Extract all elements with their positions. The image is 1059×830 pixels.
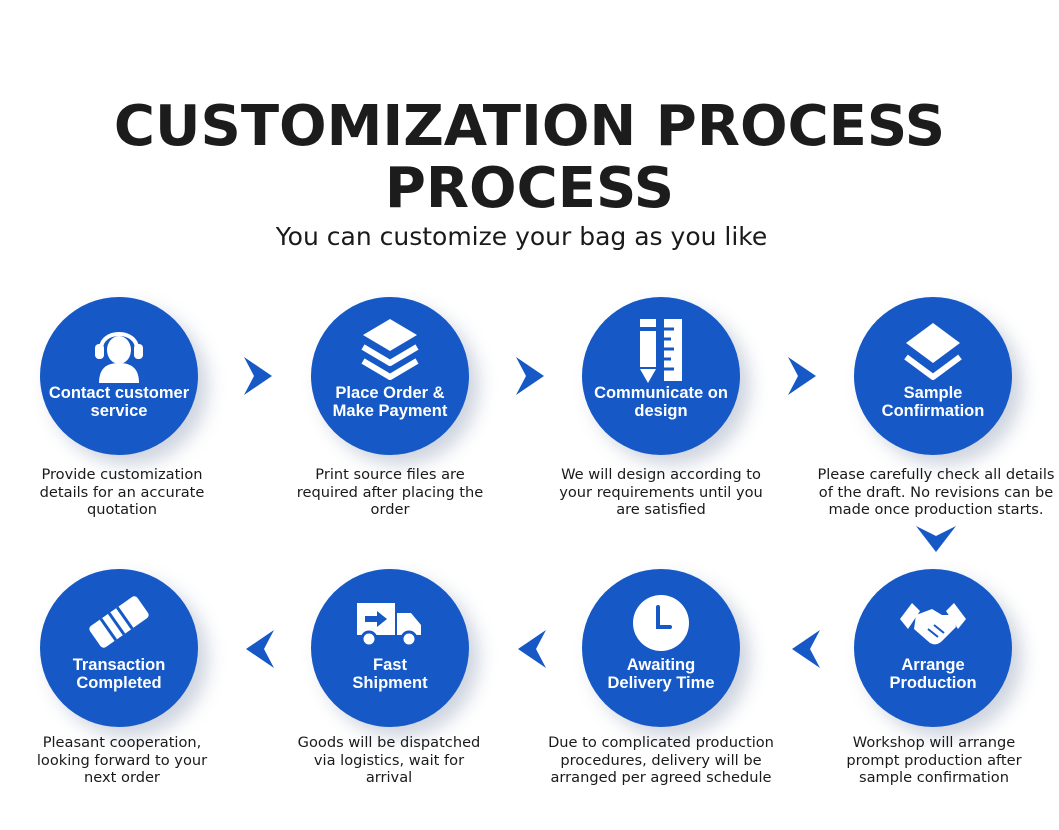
deal-hands-icon — [89, 596, 149, 648]
arrow-left-icon — [518, 630, 546, 668]
page-title: CUSTOMIZATION PROCESS PROCESS — [0, 96, 1059, 220]
step-description: Pleasant cooperation,looking forward to … — [36, 734, 208, 786]
headset-user-icon — [95, 332, 143, 383]
step-place-order: Place Order &Make Payment — [311, 297, 469, 455]
arrow-right-icon — [788, 357, 816, 395]
layers-icon — [361, 319, 419, 380]
clock-icon — [633, 595, 689, 651]
page-subtitle: You can customize your bag as you like — [275, 222, 768, 251]
title-line-2: PROCESS — [384, 156, 675, 221]
delivery-truck-icon — [357, 603, 421, 648]
arrow-right-icon — [244, 357, 272, 395]
sample-layers-icon — [904, 323, 962, 380]
arrow-left-icon — [246, 630, 274, 668]
arrow-right-icon — [516, 357, 544, 395]
arrow-left-icon — [792, 630, 820, 668]
step-label: Place Order &Make Payment — [332, 384, 448, 420]
handshake-icon — [900, 603, 966, 645]
title-line-1: CUSTOMIZATION PROCESS — [113, 94, 946, 159]
arrow-down-icon — [916, 526, 956, 552]
pencil-ruler-icon — [640, 319, 682, 383]
